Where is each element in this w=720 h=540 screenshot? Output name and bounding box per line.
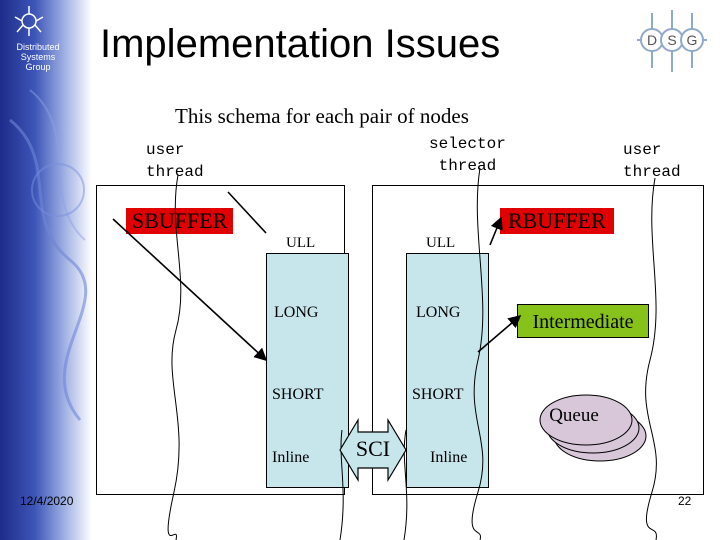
sidebar: Distributed Systems Group [0, 0, 92, 540]
right-column-to-rbuffer-arrow [477, 314, 522, 353]
queue-shape-front [539, 394, 633, 446]
right-buffer-column [406, 253, 489, 488]
dsg-logo: D S G [637, 10, 707, 72]
thread-label-line: thread [623, 163, 681, 181]
right-row-long: LONG [416, 304, 461, 321]
slide-page-number: 22 [678, 494, 692, 508]
slide-date: 12/4/2020 [20, 494, 74, 508]
logo-letter-s: S [667, 32, 676, 48]
thread-label-line: user [146, 141, 185, 159]
thread-label-line: thread [146, 163, 204, 181]
queue-label: Queue [549, 405, 599, 426]
right-user-thread-line [645, 177, 657, 540]
left-center-thread-line [339, 429, 344, 540]
selector-thread-line [471, 167, 484, 540]
sbuffer-to-left-column-arrow [112, 218, 268, 362]
page-title: Implementation Issues [100, 22, 501, 66]
sidebar-text-line: Distributed [16, 42, 60, 52]
left-user-thread-line [167, 174, 182, 540]
thread-label-line: thread [438, 157, 497, 175]
left-row-long: LONG [274, 304, 319, 321]
left-row-inline: Inline [272, 449, 310, 466]
logo-letter-g: G [687, 32, 698, 48]
right-user-thread-label: user thread [623, 139, 681, 183]
dsg-network-icon [14, 6, 44, 36]
decorative-swirl [9, 89, 88, 421]
logo-letter-d: D [647, 32, 657, 48]
slide-subtitle: This schema for each pair of nodes [175, 104, 469, 128]
left-column-header: ULL [286, 235, 316, 251]
right-column-header: ULL [426, 235, 456, 251]
rbuffer-connector-line [489, 216, 503, 246]
left-row-short: SHORT [272, 386, 324, 403]
sidebar-text-line: Systems [20, 52, 56, 62]
sbuffer-label: SBUFFER [126, 208, 234, 234]
sidebar-text-line: Group [25, 62, 51, 72]
sbuffer-to-left-ull-arrow [227, 191, 267, 234]
rbuffer-label: RBUFFER [500, 208, 614, 234]
right-center-thread-line [403, 429, 408, 540]
left-user-thread-label: user thread [146, 139, 204, 183]
sci-label: SCI [356, 436, 390, 461]
right-row-short: SHORT [412, 386, 464, 403]
thread-label-line: selector [429, 135, 506, 153]
right-row-inline: Inline [430, 449, 468, 466]
sidebar-group-name: Distributed Systems Group [2, 42, 74, 72]
intermediate-box: Intermediate [517, 304, 649, 338]
left-buffer-column [266, 253, 349, 488]
thread-label-line: user [623, 141, 662, 159]
selector-thread-label: selector thread [429, 133, 506, 177]
sci-link-arrow [339, 417, 407, 483]
